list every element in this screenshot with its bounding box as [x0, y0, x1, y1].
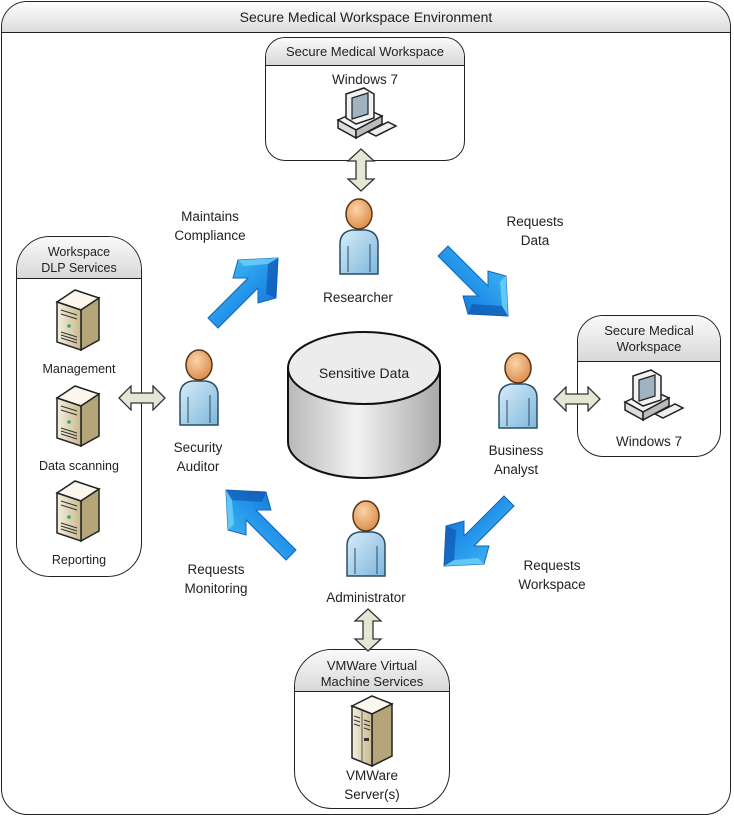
- desktop-computer-icon: [334, 86, 398, 142]
- flow-label-compliance: Maintains Compliance: [160, 207, 260, 245]
- flow-monitoring-line2: Monitoring: [184, 581, 248, 596]
- actor-researcher-label: Researcher: [323, 290, 393, 305]
- dlp-item-management: Management: [42, 362, 116, 376]
- flow-monitoring-line1: Requests: [187, 562, 245, 577]
- actor-auditor-label: Security Auditor: [150, 438, 246, 476]
- person-icon-researcher: [334, 196, 384, 276]
- vertical-connector-top: [346, 148, 376, 192]
- tower-server-icon: [53, 479, 103, 543]
- flow-label-data: Requests Data: [490, 212, 580, 250]
- actor-analyst-line2: Analyst: [493, 462, 539, 477]
- actor-analyst-line1: Business: [488, 443, 544, 458]
- flow-label-monitoring: Requests Monitoring: [166, 560, 266, 598]
- group-top-item-label: Windows 7: [331, 72, 399, 87]
- desktop-computer-icon: [621, 368, 685, 424]
- group-right-header: Secure Medical Workspace: [578, 316, 720, 362]
- group-bottom-header-line2: Machine Services: [320, 673, 424, 689]
- flow-compliance-line1: Maintains: [181, 209, 239, 224]
- environment-title: Secure Medical Workspace Environment: [2, 2, 730, 33]
- flow-label-workspace: Requests Workspace: [504, 556, 600, 594]
- flow-workspace-line2: Workspace: [518, 577, 586, 592]
- group-bottom-vmware: VMWare Virtual Machine Services: [294, 649, 450, 809]
- person-icon-auditor: [174, 347, 224, 427]
- flow-data-line1: Requests: [506, 214, 564, 229]
- flow-compliance-line2: Compliance: [174, 228, 246, 243]
- flow-workspace-line1: Requests: [523, 558, 581, 573]
- group-bottom-header: VMWare Virtual Machine Services: [295, 650, 449, 692]
- tower-server-icon: [53, 288, 103, 352]
- flow-arrow-requests-monitoring: [216, 480, 306, 570]
- rack-server-icon: [346, 694, 396, 768]
- actor-administrator-label: Administrator: [326, 590, 406, 605]
- person-icon-analyst: [493, 350, 543, 430]
- horizontal-connector-left: [118, 385, 166, 411]
- group-bottom-item-label: VMWare Server(s): [294, 766, 450, 804]
- dlp-item-reporting: Reporting: [51, 553, 107, 567]
- tower-server-icon: [53, 384, 103, 448]
- group-bottom-item-line2: Server(s): [344, 787, 400, 802]
- group-left-header: Workspace DLP Services: [17, 237, 141, 279]
- vertical-connector-bottom: [353, 608, 383, 652]
- actor-auditor-line2: Auditor: [176, 459, 220, 474]
- group-left-header-line1: Workspace: [47, 244, 111, 259]
- actor-analyst-label: Business Analyst: [468, 441, 564, 479]
- group-left-header-line2: DLP Services: [41, 260, 117, 275]
- database-cylinder-icon: [287, 331, 441, 479]
- group-bottom-header-line1: VMWare Virtual: [326, 657, 418, 673]
- group-top-workspace: Secure Medical Workspace Windows 7: [265, 37, 465, 161]
- flow-arrow-maintains-compliance: [198, 248, 288, 338]
- group-right-header-line2: Workspace: [616, 338, 682, 354]
- database-label: Sensitive Data: [318, 365, 410, 381]
- group-bottom-item-line1: VMWare: [345, 768, 398, 783]
- group-top-header: Secure Medical Workspace: [266, 38, 464, 66]
- horizontal-connector-right: [553, 386, 601, 412]
- actor-auditor-line1: Security: [173, 440, 223, 455]
- group-right-header-line1: Secure Medical: [604, 322, 694, 338]
- flow-data-line2: Data: [520, 233, 550, 248]
- person-icon-administrator: [341, 498, 391, 578]
- group-right-item-label: Windows 7: [615, 434, 683, 449]
- dlp-item-data-scanning: Data scanning: [39, 459, 119, 473]
